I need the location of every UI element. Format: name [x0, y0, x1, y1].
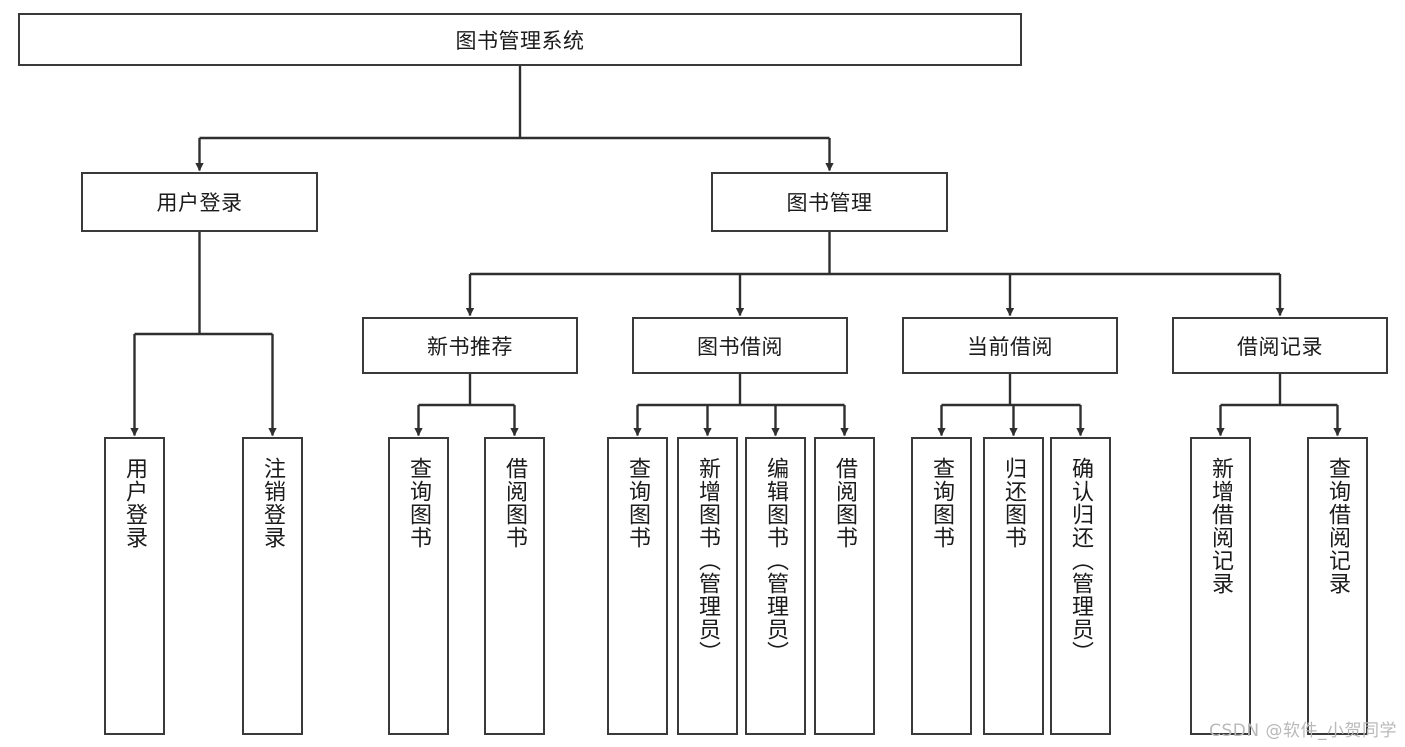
node-leaf-cur-confirm[interactable]: 确认归还（管理员）: [1050, 437, 1111, 735]
node-leaf-user-login[interactable]: 用户登录: [104, 437, 165, 735]
node-book-borrow[interactable]: 图书借阅: [632, 317, 848, 374]
node-label: 查询借阅记录: [1325, 457, 1351, 595]
node-leaf-user-logout[interactable]: 注销登录: [242, 437, 303, 735]
node-label: 注销登录: [260, 457, 286, 549]
node-leaf-rec-add[interactable]: 新增借阅记录: [1190, 437, 1251, 735]
node-label: 编辑图书（管理员）: [763, 457, 789, 664]
node-leaf-borrow-add[interactable]: 新增图书（管理员）: [677, 437, 738, 735]
node-label: 查询图书: [929, 457, 955, 549]
node-label: 借阅图书: [502, 457, 528, 549]
node-label: 归还图书: [1001, 457, 1027, 549]
node-label: 查询图书: [406, 457, 432, 549]
node-leaf-cur-query[interactable]: 查询图书: [911, 437, 972, 735]
node-label: 借阅记录: [1237, 334, 1323, 359]
node-label: 新增借阅记录: [1208, 457, 1234, 595]
watermark: CSDN @软件_小贺同学: [1209, 721, 1397, 741]
node-leaf-borrow-edit[interactable]: 编辑图书（管理员）: [745, 437, 806, 735]
node-leaf-rec-query2[interactable]: 查询借阅记录: [1307, 437, 1368, 735]
node-leaf-rec-query[interactable]: 查询图书: [388, 437, 449, 735]
node-label: 用户登录: [156, 191, 243, 215]
node-current-borrow[interactable]: 当前借阅: [902, 317, 1118, 374]
node-leaf-rec-borrow[interactable]: 借阅图书: [484, 437, 545, 735]
node-leaf-borrow-lend[interactable]: 借阅图书: [814, 437, 875, 735]
node-leaf-borrow-query[interactable]: 查询图书: [607, 437, 668, 735]
node-leaf-cur-return[interactable]: 归还图书: [983, 437, 1044, 735]
node-root[interactable]: 图书管理系统: [18, 13, 1022, 66]
node-label: 图书管理系统: [455, 28, 585, 53]
node-label: 图书借阅: [697, 334, 783, 359]
node-label: 借阅图书: [832, 457, 858, 549]
node-user-login[interactable]: 用户登录: [81, 172, 318, 232]
node-label: 用户登录: [122, 457, 148, 549]
node-label: 图书管理: [786, 191, 873, 215]
node-new-book-rec[interactable]: 新书推荐: [362, 317, 578, 374]
node-label: 新增图书（管理员）: [695, 457, 721, 664]
node-label: 确认归还（管理员）: [1068, 457, 1094, 664]
node-label: 新书推荐: [427, 334, 513, 359]
node-label: 当前借阅: [967, 334, 1053, 359]
node-book-manage[interactable]: 图书管理: [711, 172, 948, 232]
node-label: 查询图书: [625, 457, 651, 549]
node-borrow-record[interactable]: 借阅记录: [1172, 317, 1388, 374]
